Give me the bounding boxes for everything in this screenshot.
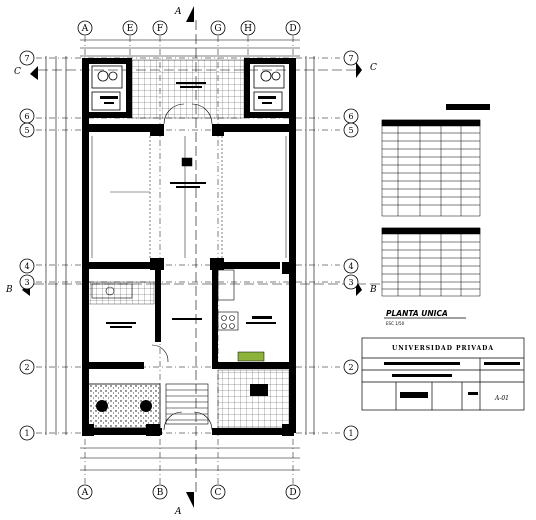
sheet-number: A-01 [494,395,509,402]
section-mark-c-right: C [370,63,377,73]
grid-label-right-1: 6 [348,112,353,121]
section-mark-a-top: A [174,7,182,17]
grid-label-bottom-2: C [215,488,222,498]
drawing-scale: ESC 1/50 [386,321,405,326]
grid-label-bottom-0: A [81,488,89,498]
top-dimension-lines [80,39,300,57]
grid-bubbles-bottom [77,484,301,500]
grid-label-top-4: H [244,24,252,34]
black-appliance [250,384,268,396]
grid-label-top-0: A [81,24,89,34]
schedule-table-1 [381,104,490,217]
grid-bubbles-left [19,50,35,441]
grid-label-right-0: 7 [348,54,353,63]
grid-label-right-2: 5 [348,126,353,135]
grid-labels-top: A E F G H D [81,24,297,34]
section-mark-a-bottom: A [174,507,182,517]
grid-label-left-2: 5 [24,126,29,135]
bath-fixtures [91,65,285,111]
right-dimension-lines [305,56,315,435]
university-name: UNIVERSIDAD PRIVADA [392,345,494,352]
section-lines [20,20,380,492]
grid-label-left-0: 7 [24,54,29,63]
grid-label-left-1: 6 [24,112,29,121]
grid-label-left-3: 4 [24,262,29,271]
room-text-blocks [100,82,276,328]
schedule-table-2 [381,227,481,297]
grid-label-right-3: 4 [348,262,353,271]
grid-label-top-3: G [214,24,221,34]
section-mark-b-left: B [5,285,13,295]
section-mark-labels: A A B B C C [5,7,377,517]
section-mark-c-left: C [14,67,21,77]
main-room [91,136,287,258]
grid-bubbles-top [77,20,301,36]
planter-shrubs [96,400,152,412]
left-dimension-lines [45,56,67,435]
grid-bubbles-right [343,50,359,441]
grid-label-right-6: 1 [348,429,353,438]
doors [151,103,213,431]
grid-label-bottom-3: D [289,488,296,498]
drawing-title: PLANTA UNICA [386,309,448,318]
bottom-dimension-lines [80,447,300,471]
walls [82,58,296,436]
grid-labels-right: 7 6 5 4 3 2 1 [348,54,353,438]
grid-label-left-4: 3 [24,278,29,287]
accent-appliance [237,351,265,362]
grid-label-top-5: D [289,24,296,34]
grid-label-right-4: 3 [348,278,353,287]
section-mark-b-right: B [369,285,377,295]
title-block-text-blocks [384,362,520,398]
grid-label-left-5: 2 [24,363,29,372]
title-block [361,337,525,411]
grid-label-top-2: F [157,24,163,34]
grid-label-bottom-1: B [157,488,164,498]
grid-label-right-5: 2 [348,363,353,372]
grid-label-top-1: E [127,24,134,34]
grid-label-left-6: 1 [24,429,29,438]
grid-labels-left: 7 6 5 4 3 2 1 [24,54,29,438]
grid-labels-bottom: A B C D [81,488,297,498]
